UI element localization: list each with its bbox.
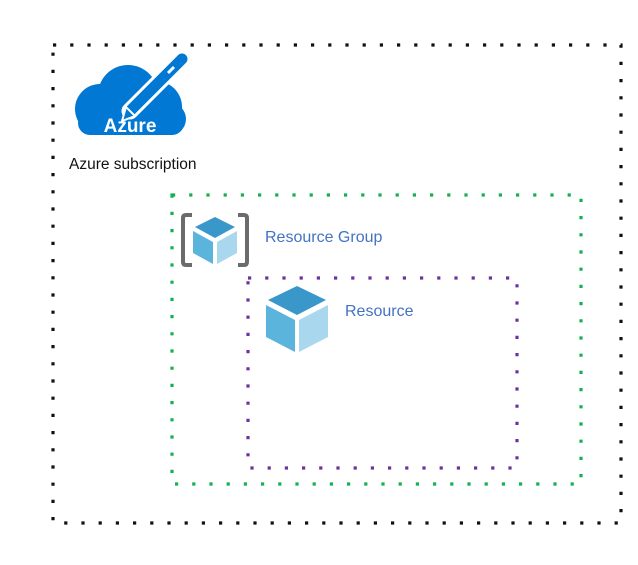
resource-cube-icon [266,286,328,352]
azure-cloud-pencil-icon: Azure [75,50,191,137]
azure-logo-text: Azure [104,116,157,137]
subscription-label: Azure subscription [69,156,197,173]
resource-label: Resource [345,303,414,320]
resource-group-label: Resource Group [265,229,383,246]
resource-group-cube-icon [181,213,249,267]
